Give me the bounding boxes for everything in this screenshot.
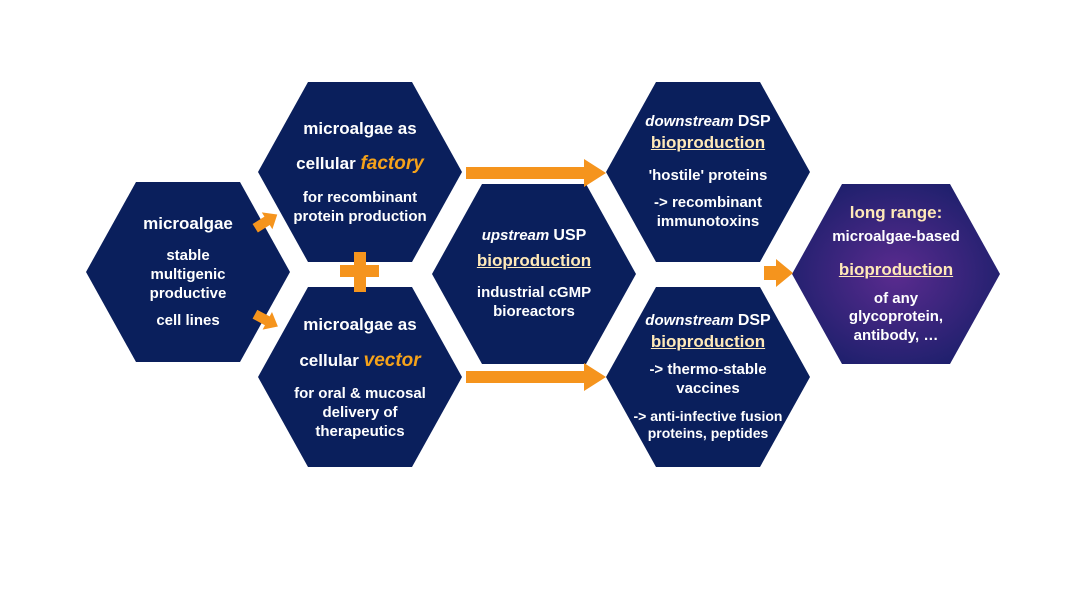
vector-line1: microalgae as xyxy=(303,315,417,335)
dsp-top-line3: 'hostile' proteins xyxy=(648,166,768,184)
arrow-to-vector xyxy=(252,309,278,330)
plus-sign xyxy=(340,252,379,292)
vector-line4: delivery of xyxy=(322,404,398,422)
dsp-top-line1: downstream DSP xyxy=(645,112,770,132)
hex-dsp-bottom-text: downstream DSP bioproduction -> thermo-s… xyxy=(620,298,796,456)
arrow-vector-to-dsp-bottom xyxy=(466,363,606,391)
hex-dsp-bottom xyxy=(606,287,810,467)
usp-line3: industrial cGMP xyxy=(476,284,592,302)
long-range-line1: long range: xyxy=(849,203,943,223)
hex-dsp-top xyxy=(606,82,810,262)
vector-line2: cellular vector xyxy=(299,349,420,373)
dsp-bottom-line1: downstream DSP xyxy=(645,311,770,331)
long-range-line2: microalgae-based xyxy=(832,227,960,245)
factory-line4: protein production xyxy=(293,207,427,225)
cell-lines-line1: stable xyxy=(166,247,210,265)
dsp-bottom-stream: downstream xyxy=(645,312,734,330)
factory-accent: factory xyxy=(360,153,424,174)
usp-abbr: USP xyxy=(553,227,587,245)
usp-line1: upstream USP xyxy=(482,226,587,246)
cell-lines-title: microalgae xyxy=(143,213,233,233)
cell-lines-line4: cell lines xyxy=(156,312,220,330)
factory-line2: cellular factory xyxy=(296,152,424,176)
dsp-top-stream: downstream xyxy=(645,113,734,131)
vector-prefix: cellular xyxy=(299,350,359,370)
usp-stream: upstream xyxy=(481,227,550,245)
usp-heading: bioproduction xyxy=(476,251,592,271)
dsp-bottom-line5: -> anti-infective fusion xyxy=(633,407,783,424)
dsp-bottom-abbr: DSP xyxy=(737,312,771,330)
vector-line3: for oral & mucosal xyxy=(294,385,426,403)
dsp-bottom-heading: bioproduction xyxy=(650,332,766,352)
usp-line4: bioreactors xyxy=(493,303,575,321)
hex-long-range xyxy=(792,184,1000,364)
dsp-top-line5: immunotoxins xyxy=(656,213,760,230)
hex-long-range-text: long range: microalgae-based bioproducti… xyxy=(810,198,982,350)
dsp-top-heading: bioproduction xyxy=(650,133,766,153)
dsp-bottom-line4: vaccines xyxy=(676,380,740,398)
factory-line3: for recombinant xyxy=(302,188,418,206)
hex-cell-lines xyxy=(86,182,290,362)
hex-vector xyxy=(258,287,462,467)
dsp-bottom-line3: -> thermo-stable xyxy=(649,361,767,379)
factory-line1: microalgae as xyxy=(303,118,417,138)
hex-vector-text: microalgae as cellular vector for oral &… xyxy=(274,300,446,456)
dsp-top-abbr: DSP xyxy=(737,113,771,131)
hex-dsp-top-text: downstream DSP bioproduction 'hostile' p… xyxy=(622,96,794,248)
factory-prefix: cellular xyxy=(296,154,356,173)
long-range-heading: bioproduction xyxy=(838,260,954,280)
arrow-factory-to-dsp-top xyxy=(466,159,606,187)
vector-accent: vector xyxy=(363,349,421,371)
hex-factory-text: microalgae as cellular factory for recom… xyxy=(274,96,446,248)
arrow-to-long-range xyxy=(764,259,793,287)
hex-cell-lines-text: microalgae stable multigenic productive … xyxy=(104,196,272,348)
arrow-to-factory xyxy=(252,212,278,233)
hex-usp xyxy=(432,184,636,364)
cell-lines-line2: multigenic xyxy=(150,265,226,283)
hex-factory xyxy=(258,82,462,262)
hex-usp-text: upstream USP bioproduction industrial cG… xyxy=(448,200,620,348)
dsp-top-line4: -> recombinant xyxy=(654,194,762,212)
dsp-bottom-line6: proteins, peptides xyxy=(647,425,769,442)
long-range-line5: glycoprotein, xyxy=(848,308,944,326)
vector-line5: therapeutics xyxy=(315,422,405,440)
cell-lines-line3: productive xyxy=(149,284,227,302)
long-range-line4: of any xyxy=(873,289,919,307)
long-range-line6: antibody, … xyxy=(853,327,939,344)
